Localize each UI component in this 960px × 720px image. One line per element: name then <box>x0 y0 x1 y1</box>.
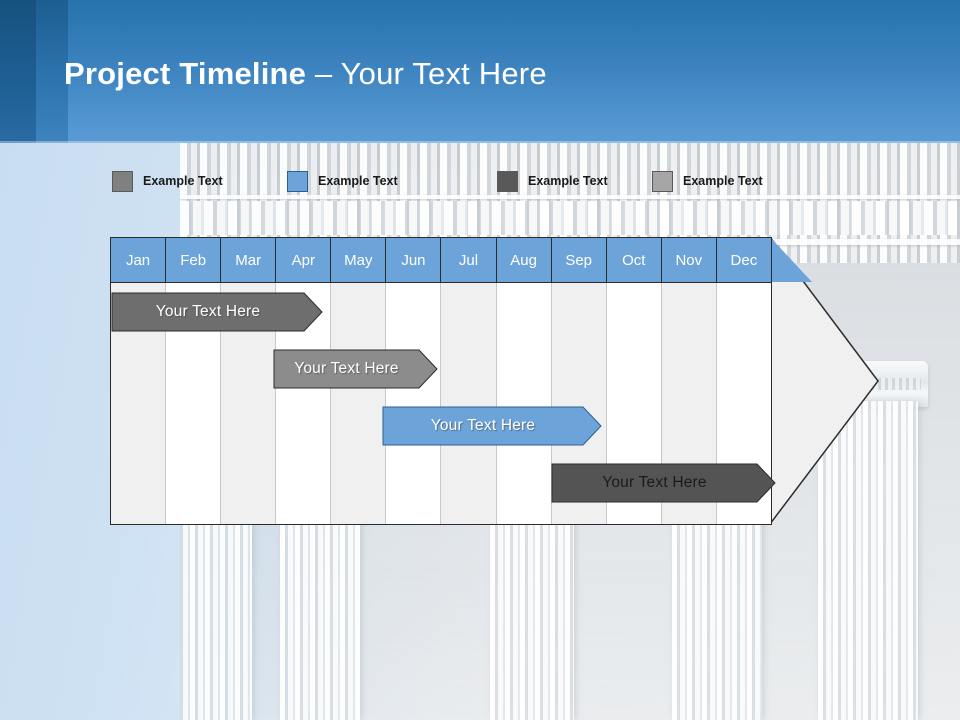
column <box>818 401 918 720</box>
legend-item[interactable]: Example Text <box>287 168 398 194</box>
task-bar-arrow-icon <box>273 349 438 389</box>
month-header-apr: Apr <box>275 238 331 283</box>
month-header-aug: Aug <box>495 238 551 283</box>
legend-item[interactable]: Example Text <box>112 168 223 194</box>
legend-item-label: Example Text <box>318 174 398 188</box>
cornice-line <box>180 195 960 199</box>
task-bar-label: Your Text Here <box>430 417 536 434</box>
timeline-chart: Jan Feb Mar Apr May Jun Jul Aug Sep Oct … <box>110 237 880 525</box>
task-bar-label: Your Text Here <box>155 303 261 320</box>
legend-item-label: Example Text <box>683 174 763 188</box>
month-header-may: May <box>330 238 386 283</box>
month-header-nov: Nov <box>660 238 716 283</box>
month-column-aug: Aug <box>495 238 551 524</box>
month-header-dec: Dec <box>715 238 771 283</box>
task-bar[interactable]: Your Text Here <box>111 292 323 332</box>
month-column-jan: Jan <box>111 238 166 524</box>
page-title: Project Timeline – Your Text Here <box>64 58 547 89</box>
task-bar-label: Your Text Here <box>294 360 399 377</box>
legend-swatch-icon <box>112 170 133 192</box>
title-bar-accent-mid <box>36 0 68 143</box>
task-bar-arrow-icon <box>551 463 776 503</box>
month-header-feb: Feb <box>165 238 221 283</box>
month-column-dec: Dec <box>715 238 771 524</box>
legend-swatch-icon <box>287 170 308 192</box>
title-bar-accent-dark <box>0 0 36 143</box>
page-title-bold: Project Timeline <box>64 56 307 91</box>
timeline-arrow-head-icon <box>770 237 880 525</box>
month-header-sep: Sep <box>550 238 606 283</box>
legend-swatch-icon <box>652 170 673 192</box>
task-bar-arrow-icon <box>111 292 323 332</box>
title-bar: Project Timeline – Your Text Here <box>0 0 960 143</box>
month-header-jun: Jun <box>385 238 441 283</box>
task-bar[interactable]: Your Text Here <box>551 463 776 503</box>
page-title-regular: – Your Text Here <box>306 56 547 91</box>
month-column-oct: Oct <box>605 238 661 524</box>
task-bar[interactable]: Your Text Here <box>382 406 602 446</box>
legend: Example Text Example Text Example Text E… <box>112 168 832 194</box>
month-header-mar: Mar <box>220 238 276 283</box>
month-header-jan: Jan <box>111 238 166 283</box>
legend-item-label: Example Text <box>528 174 608 188</box>
legend-item-label: Example Text <box>143 174 223 188</box>
task-bar-arrow-icon <box>382 406 602 446</box>
task-bar-label: Your Text Here <box>602 474 707 491</box>
task-bar[interactable]: Your Text Here <box>273 349 438 389</box>
title-bar-underline <box>0 141 960 143</box>
building-balustrade <box>180 201 960 235</box>
month-header-jul: Jul <box>440 238 496 283</box>
month-column-mar: Mar <box>220 238 276 524</box>
month-column-feb: Feb <box>165 238 221 524</box>
month-header-oct: Oct <box>605 238 661 283</box>
timeline-grid: Jan Feb Mar Apr May Jun Jul Aug Sep Oct … <box>110 237 772 525</box>
legend-item[interactable]: Example Text <box>652 168 763 194</box>
month-column-jul: Jul <box>440 238 496 524</box>
legend-swatch-icon <box>497 170 518 192</box>
legend-item[interactable]: Example Text <box>497 168 608 194</box>
